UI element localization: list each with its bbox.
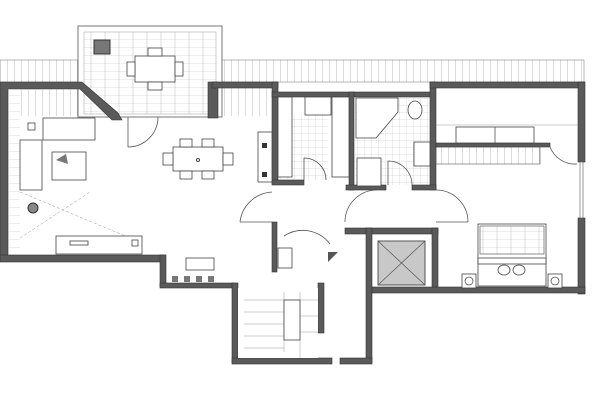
- cabinet: [277, 247, 293, 269]
- entrance-door[interactable]: [283, 229, 331, 245]
- hall-door-bath[interactable]: [344, 189, 378, 223]
- tv-sideboard: [55, 235, 143, 255]
- nightstand-left: [461, 273, 477, 289]
- elevator: [377, 240, 426, 286]
- stairwell: [238, 288, 318, 358]
- roof-hatch-living: [20, 88, 80, 116]
- roof-edge-right: [221, 59, 585, 83]
- roof-hatch-inner: [218, 88, 272, 116]
- hallway: [239, 189, 469, 269]
- window-right: [579, 161, 584, 219]
- bedroom-side-door[interactable]: [549, 146, 578, 165]
- bedroom: [435, 124, 584, 289]
- wardrobe: [435, 146, 541, 165]
- living-room: [8, 89, 215, 282]
- nightstand-right: [547, 273, 563, 289]
- entrance-marker-icon: [328, 252, 338, 262]
- roof-edge-left: [0, 59, 79, 83]
- shower: [356, 157, 382, 187]
- balcony-table: [134, 55, 176, 83]
- armchair-sofa: [19, 139, 43, 191]
- walls: [0, 81, 586, 365]
- balcony: [77, 25, 223, 118]
- sofa: [42, 117, 96, 141]
- hall-door-left[interactable]: [239, 191, 273, 223]
- balcony-door[interactable]: [127, 116, 159, 148]
- bathroom: [354, 97, 431, 187]
- toilet: [407, 100, 423, 120]
- dining-table: [162, 138, 234, 180]
- plant: [27, 202, 39, 214]
- kitchen: [257, 96, 350, 183]
- lamp-icon: [56, 154, 68, 164]
- radiator: [185, 257, 215, 271]
- coffee-table: [51, 151, 87, 181]
- corner-bathtub: [355, 97, 399, 139]
- hall-door-bedroom[interactable]: [435, 189, 469, 223]
- washbasin: [413, 141, 431, 167]
- plant-pot: [93, 39, 111, 55]
